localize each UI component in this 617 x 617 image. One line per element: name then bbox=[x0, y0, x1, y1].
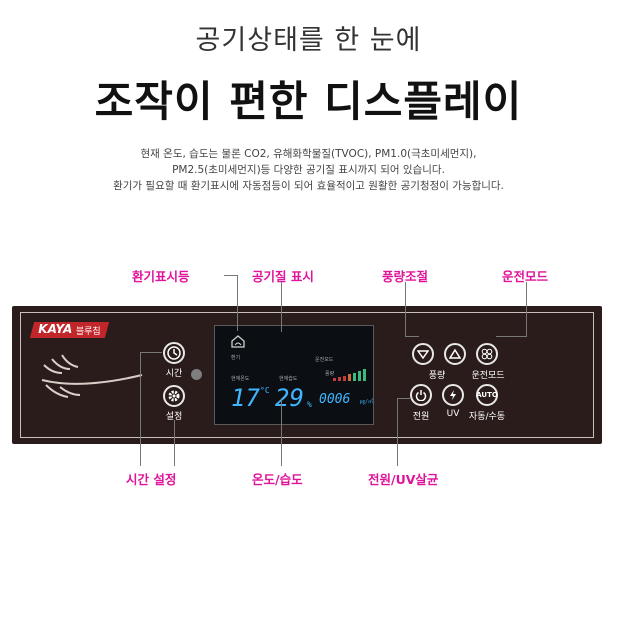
setting-button-label: 설정 bbox=[165, 412, 183, 422]
airflow-level-bars bbox=[333, 369, 366, 381]
power-button-label: 전원 bbox=[412, 412, 430, 422]
callout-time-setting: 시간 설정 bbox=[126, 472, 177, 487]
leader-line bbox=[397, 398, 398, 466]
setting-button[interactable] bbox=[163, 385, 185, 407]
leader-line bbox=[140, 352, 141, 466]
leader-line bbox=[496, 336, 527, 337]
description-line-3: 환기가 필요할 때 환기표시에 자동점등이 되어 효율적이고 원활한 공기청정이… bbox=[113, 180, 504, 192]
leader-line bbox=[405, 336, 419, 337]
uv-button[interactable] bbox=[442, 384, 464, 406]
leader-line bbox=[140, 352, 162, 353]
leader-line bbox=[237, 275, 238, 331]
description-line-2: PM2.5(초미세먼지)등 다양한 공기질 표시까지 되어 있습니다. bbox=[172, 164, 445, 176]
temperature-unit: °C bbox=[260, 386, 270, 395]
time-button-label: 시간 bbox=[165, 369, 183, 379]
indicator-led bbox=[191, 369, 202, 380]
lcd-display: 환기 운전모드 현재온도 현재습도 풍량 17 °C 29 % 0006 ㎍/㎥ bbox=[214, 325, 374, 425]
pm-unit: ㎍/㎥ bbox=[360, 399, 374, 405]
leader-line bbox=[405, 282, 406, 337]
lcd-vent-label: 환기 bbox=[231, 355, 241, 361]
leader-line bbox=[397, 398, 411, 399]
callout-mode: 운전모드 bbox=[502, 269, 549, 284]
auto-icon: AUTO bbox=[476, 391, 498, 399]
lcd-humid-label: 현재습도 bbox=[279, 376, 298, 382]
callout-airflow: 풍량조절 bbox=[382, 269, 429, 284]
humidity-value: 29 bbox=[275, 384, 304, 412]
callout-air-quality: 공기질 표시 bbox=[252, 269, 314, 284]
leader-line bbox=[281, 398, 282, 466]
pm-value: 0006 bbox=[319, 392, 351, 407]
subtitle: 공기상태를 한 눈에 bbox=[195, 25, 422, 56]
clock-button[interactable] bbox=[163, 342, 185, 364]
leader-line bbox=[526, 282, 527, 337]
leader-line bbox=[174, 420, 175, 466]
triangle-down-icon bbox=[417, 350, 429, 360]
clock-icon bbox=[167, 346, 181, 360]
gear-icon bbox=[168, 390, 180, 402]
description-line-1: 현재 온도, 습도는 물론 CO2, 유해화학물질(TVOC), PM1.0(극… bbox=[140, 148, 477, 160]
mode-button[interactable] bbox=[476, 343, 498, 365]
power-icon bbox=[415, 390, 427, 401]
mode-button-label: 운전모드 bbox=[471, 371, 505, 381]
grid-icon bbox=[481, 348, 493, 360]
triangle-up-icon bbox=[449, 348, 461, 359]
airflow-up-button[interactable] bbox=[444, 343, 466, 365]
leader-line bbox=[281, 282, 282, 332]
ventilation-indicator-icon bbox=[231, 335, 245, 348]
humidity-unit: % bbox=[307, 400, 312, 409]
headline: 조작이 편한 디스플레이 bbox=[94, 77, 523, 126]
lcd-airflow-label: 풍량 bbox=[325, 371, 335, 377]
kaya-logo: KAYA 블루칩 bbox=[29, 322, 110, 338]
airflow-button-label: 풍량 bbox=[428, 371, 446, 381]
lcd-temp-label: 현재온도 bbox=[231, 376, 250, 382]
callout-ventilation: 환기표시등 bbox=[132, 269, 190, 284]
lcd-mode-label: 운전모드 bbox=[315, 357, 334, 363]
leader-line bbox=[224, 275, 238, 276]
temperature-value: 17 bbox=[231, 384, 260, 412]
control-panel-border bbox=[20, 312, 594, 438]
callout-temp-humidity: 온도/습도 bbox=[252, 472, 303, 487]
airflow-down-button[interactable] bbox=[412, 343, 434, 365]
auto-button[interactable]: AUTO bbox=[476, 384, 498, 406]
uv-button-label: UV bbox=[446, 409, 460, 419]
callout-power-uv: 전원/UV살균 bbox=[368, 472, 439, 487]
auto-button-label: 자동/수동 bbox=[468, 412, 506, 422]
power-button[interactable] bbox=[410, 384, 432, 406]
wheat-emblem-icon bbox=[41, 354, 143, 398]
lightning-icon bbox=[450, 390, 456, 400]
